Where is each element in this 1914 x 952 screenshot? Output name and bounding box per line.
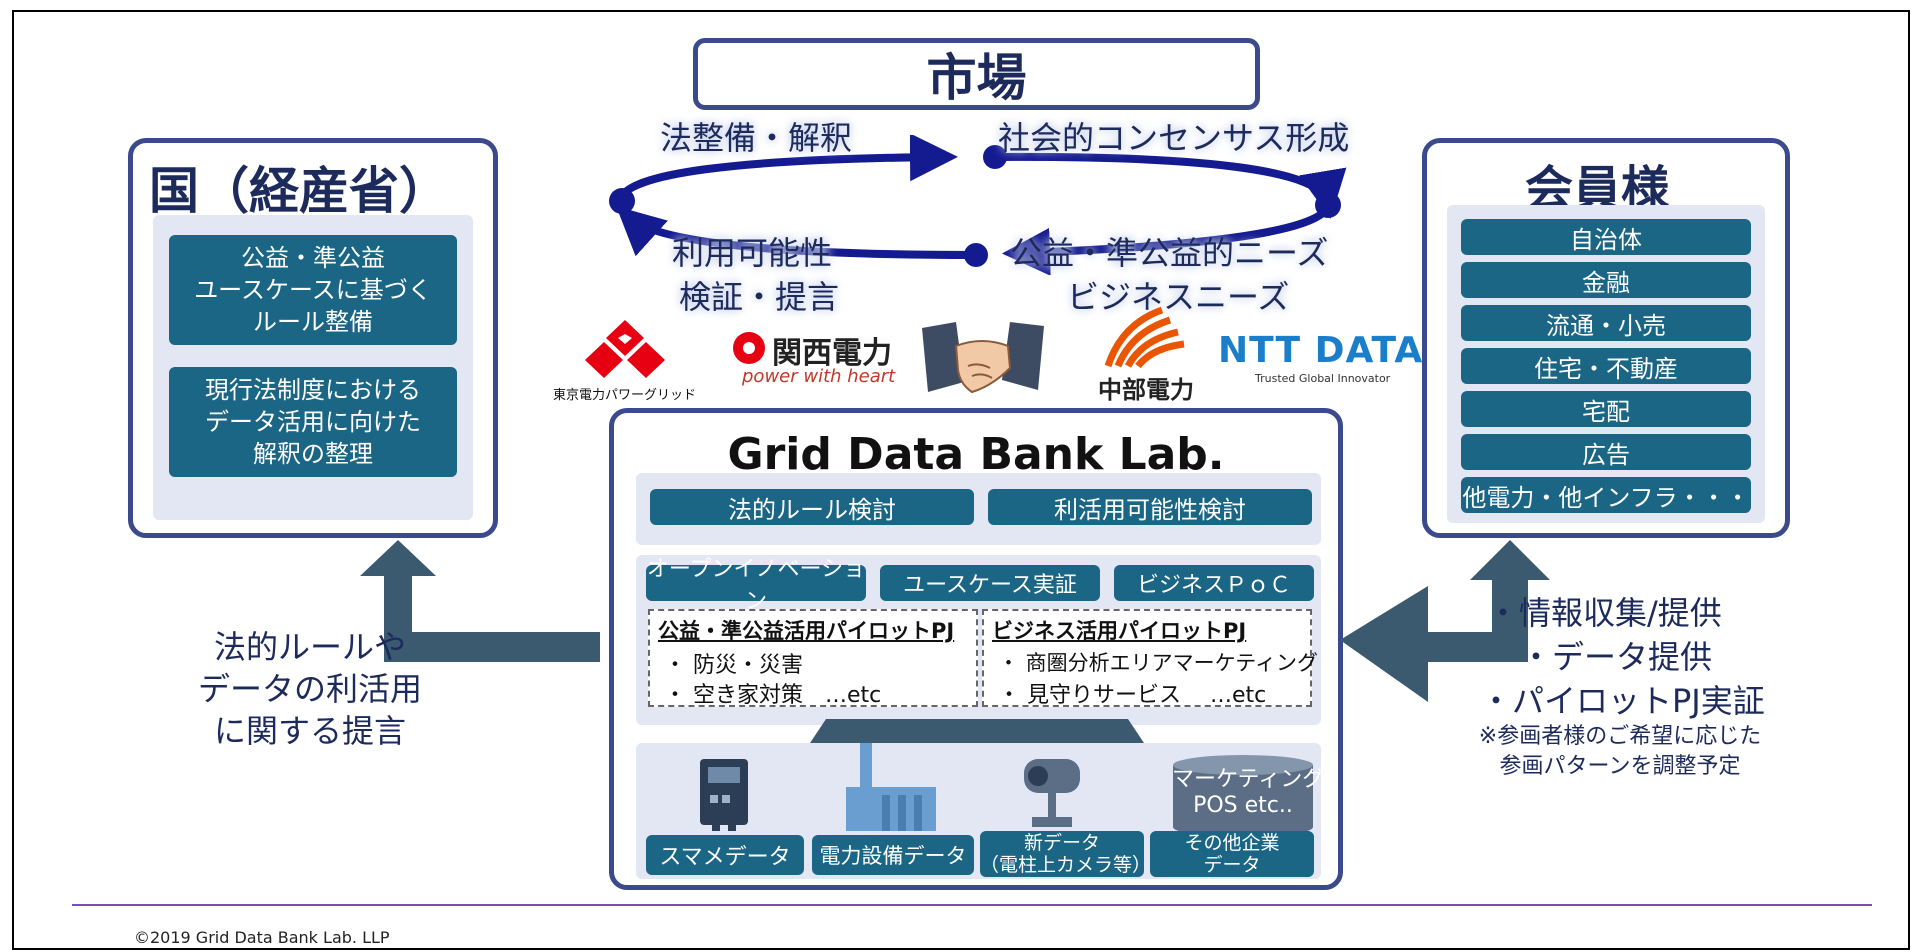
cycle-node-top bbox=[983, 145, 1007, 169]
right-note: ※参画者様のご希望に応じた 参画パターンを調整予定 bbox=[1430, 722, 1810, 782]
cycle-label-bottom-left-2: 検証・提言 bbox=[679, 278, 840, 316]
tepco-logo-text: 東京電力パワーグリッド bbox=[553, 388, 697, 403]
kaiin-item-ryutsu: 流通・小売 bbox=[1461, 305, 1751, 341]
cycle-arrow-top-right bbox=[994, 152, 1347, 219]
nttdata-logo-text: NTT DATA bbox=[1218, 330, 1424, 371]
database-label-1: マーケティング bbox=[1172, 767, 1325, 792]
right-info-1: ・情報収集/提供 bbox=[1487, 594, 1722, 632]
market-box: 市場 bbox=[693, 38, 1260, 110]
left-proposal-line1: 法的ルールや bbox=[213, 628, 406, 666]
data-other-line2: データ bbox=[1203, 854, 1261, 876]
left-proposal-line2: データの利活用 bbox=[197, 670, 422, 708]
kaiin-inner: 自治体 金融 流通・小売 住宅・不動産 宅配 広告 他電力・他インフラ・・・ bbox=[1447, 205, 1765, 523]
pilot-business-box: ビジネス活用パイロットPJ ・ 商圏分析エリアマーケティング ・ 見守りサービス… bbox=[982, 609, 1318, 708]
kuni-item-rules-line2: ユースケースに基づく bbox=[194, 276, 432, 304]
right-info-3: ・パイロットPJ実証 bbox=[1480, 682, 1765, 720]
handshake-icon bbox=[922, 322, 1044, 394]
kuni-item-interp-line3: 解釈の整理 bbox=[253, 440, 373, 468]
gdb-section-review: 法的ルール検討 利活用可能性検討 bbox=[636, 473, 1321, 545]
left-proposal-line3: に関する提言 bbox=[213, 712, 406, 750]
right-note-line2: 参画パターンを調整予定 bbox=[1499, 754, 1741, 779]
pilot-public-item-2: ・ 空き家対策 …etc bbox=[664, 683, 882, 708]
kaiin-item-kinyu: 金融 bbox=[1461, 262, 1751, 298]
chubu-logo-text: 中部電力 bbox=[1098, 376, 1194, 404]
kansai-logo-icon bbox=[733, 332, 765, 364]
exchange-arrow-icon bbox=[1340, 540, 1550, 702]
data-other-company: その他企業 データ bbox=[1150, 831, 1314, 877]
data-other-line1: その他企業 bbox=[1184, 832, 1280, 854]
proposal-arrow-icon bbox=[360, 540, 600, 662]
kuni-title: 国（経産省） bbox=[149, 162, 449, 220]
cycle-node-bottom bbox=[964, 243, 988, 267]
kuni-item-interp-line1: 現行法制度における bbox=[205, 376, 421, 404]
cycle-label-top-right: 社会的コンセンサス形成 bbox=[998, 119, 1350, 157]
gdb-usecase: ユースケース実証 bbox=[880, 565, 1100, 601]
pilot-business-item-2: ・ 見守りサービス …etc bbox=[998, 683, 1267, 708]
power-facility-icon bbox=[846, 743, 936, 831]
camera-icon bbox=[1024, 759, 1080, 827]
market-title: 市場 bbox=[926, 49, 1027, 107]
data-power-facility: 電力設備データ bbox=[812, 835, 974, 875]
data-new-line1: 新データ bbox=[1023, 832, 1100, 854]
up-arrow-icon bbox=[810, 719, 1144, 743]
gdb-usability: 利活用可能性検討 bbox=[988, 489, 1312, 525]
kaiin-item-jutaku: 住宅・不動産 bbox=[1461, 348, 1751, 384]
cycle-label-bottom-right-2: ビジネスニーズ bbox=[1067, 278, 1290, 316]
kuni-item-rules-line1: 公益・準公益 bbox=[241, 244, 385, 272]
pilot-business-title: ビジネス活用パイロットPJ bbox=[992, 619, 1247, 643]
kuni-item-rules: 公益・準公益 ユースケースに基づく ルール整備 bbox=[169, 235, 457, 345]
kansai-logo-text: 関西電力 bbox=[772, 336, 892, 371]
left-proposal: 法的ルールや データの利活用 に関する提言 bbox=[180, 626, 440, 752]
pilot-public-item-1: ・ 防災・災害 bbox=[664, 653, 803, 678]
kuni-inner: 公益・準公益 ユースケースに基づく ルール整備 現行法制度における データ活用に… bbox=[153, 215, 473, 520]
footer-divider bbox=[72, 904, 1872, 906]
data-new: 新データ （電柱上カメラ等） bbox=[980, 831, 1152, 877]
right-info-2: ・データ提供 bbox=[1520, 638, 1713, 676]
kuni-panel: 国（経産省） 公益・準公益 ユースケースに基づく ルール整備 現行法制度における… bbox=[128, 138, 498, 538]
tepco-logo-icon bbox=[585, 320, 665, 378]
cycle-label-bottom-left-1: 利用可能性 bbox=[672, 234, 833, 272]
database-label-2: POS etc.. bbox=[1193, 793, 1293, 818]
data-new-line2: （電柱上カメラ等） bbox=[980, 854, 1152, 876]
gdb-open-innovation: オープンイノベーション bbox=[646, 557, 866, 614]
gdb-legal-rules: 法的ルール検討 bbox=[650, 489, 974, 525]
gdb-section-pilot: オープンイノベーション ユースケース実証 ビジネスＰｏＣ 公益・準公益活用パイロ… bbox=[636, 555, 1321, 725]
pilot-public-title: 公益・準公益活用パイロットPJ bbox=[658, 619, 955, 643]
kuni-item-interpretation: 現行法制度における データ活用に向けた 解釈の整理 bbox=[169, 367, 457, 477]
kaiin-item-takuhai: 宅配 bbox=[1461, 391, 1751, 427]
kaiin-item-kokoku: 広告 bbox=[1461, 434, 1751, 470]
kuni-item-interp-line2: データ活用に向けた bbox=[205, 408, 421, 436]
data-smart-meter: スマメデータ bbox=[646, 835, 804, 875]
chubu-logo-icon bbox=[1104, 306, 1185, 369]
pilot-business-item-1: ・ 商圏分析エリアマーケティング bbox=[998, 651, 1318, 675]
cycle-label-top-left: 法整備・解釈 bbox=[660, 119, 853, 157]
gdb-section-data: マーケティング POS etc.. スマメデータ 電力設備データ 新データ （電… bbox=[636, 743, 1325, 879]
gdb-panel: Grid Data Bank Lab. 法的ルール検討 利活用可能性検討 オープ… bbox=[609, 408, 1343, 890]
kaiin-panel: 会員様 自治体 金融 流通・小売 住宅・不動産 宅配 広告 他電力・他インフラ・… bbox=[1422, 138, 1790, 538]
cycle-node-left bbox=[609, 188, 635, 214]
nttdata-logo-sub: Trusted Global Innovator bbox=[1255, 372, 1391, 385]
smart-meter-icon bbox=[700, 759, 748, 831]
cycle-arrow-bottom-right bbox=[1002, 204, 1332, 275]
cycle-label-bottom-right-1: 公益・準公益的ニーズ bbox=[1010, 234, 1329, 272]
cycle-diagram bbox=[609, 135, 1347, 275]
pilot-public-box: 公益・準公益活用パイロットPJ ・ 防災・災害 ・ 空き家対策 …etc bbox=[648, 609, 978, 708]
slide-frame bbox=[12, 10, 1910, 950]
right-note-line1: ※参画者様のご希望に応じた bbox=[1478, 724, 1762, 749]
cycle-arrow-top-left bbox=[616, 135, 958, 202]
gdb-business-poc: ビジネスＰｏＣ bbox=[1114, 565, 1314, 601]
kaiin-item-jichitai: 自治体 bbox=[1461, 219, 1751, 255]
gdb-title: Grid Data Bank Lab. bbox=[727, 429, 1225, 480]
kaiin-item-other: 他電力・他インフラ・・・ bbox=[1461, 477, 1751, 513]
kansai-logo-sub: power with heart bbox=[742, 366, 896, 387]
cycle-node-right bbox=[1315, 192, 1341, 218]
kuni-item-rules-line3: ルール整備 bbox=[253, 308, 373, 336]
footer-copyright: ©2019 Grid Data Bank Lab. LLP bbox=[134, 928, 390, 947]
cycle-arrow-bottom-left bbox=[616, 206, 976, 259]
